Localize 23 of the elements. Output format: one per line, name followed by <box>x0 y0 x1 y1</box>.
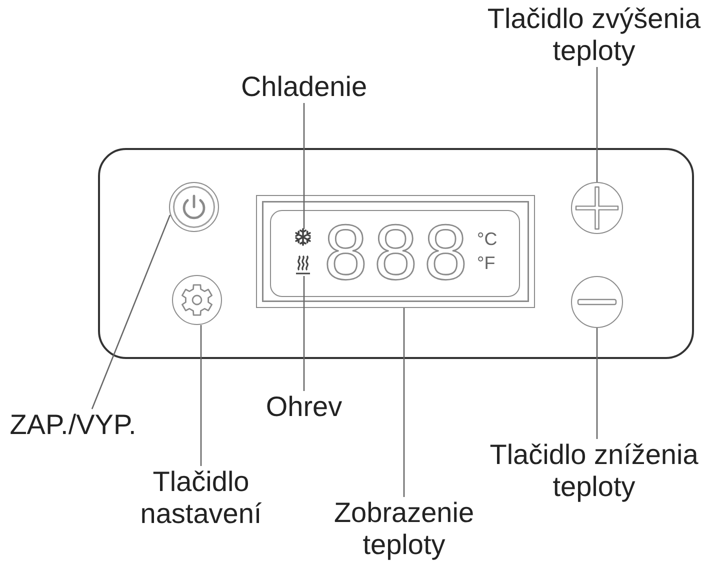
leader-line <box>303 276 305 391</box>
callout-label: Tlačidlo nastavení <box>131 466 271 530</box>
callout-label: Tlačidlo zníženia teploty <box>483 439 705 503</box>
leader-line <box>91 214 171 410</box>
minus-button <box>571 276 623 328</box>
callout-label: Chladenie <box>234 71 374 103</box>
unit-label: °F <box>477 253 496 273</box>
leader-line <box>403 308 405 497</box>
snowflake-icon <box>294 228 312 246</box>
segment-digits: 888 <box>324 222 474 282</box>
temperature-display <box>256 195 535 308</box>
callout-label: Ohrev <box>262 391 346 423</box>
power-button <box>169 182 219 232</box>
settings-button <box>172 275 222 325</box>
heat-waves-icon <box>294 255 312 275</box>
leader-line <box>596 67 598 182</box>
callout-label: Zobrazenie teploty <box>324 497 484 561</box>
unit-label: °C <box>477 229 498 249</box>
leader-line <box>303 103 305 229</box>
callout-label: ZAP./VYP. <box>0 409 146 441</box>
leader-line <box>200 325 202 466</box>
callout-label: Tlačidlo zvýšenia teploty <box>481 3 707 67</box>
leader-line <box>596 328 598 439</box>
